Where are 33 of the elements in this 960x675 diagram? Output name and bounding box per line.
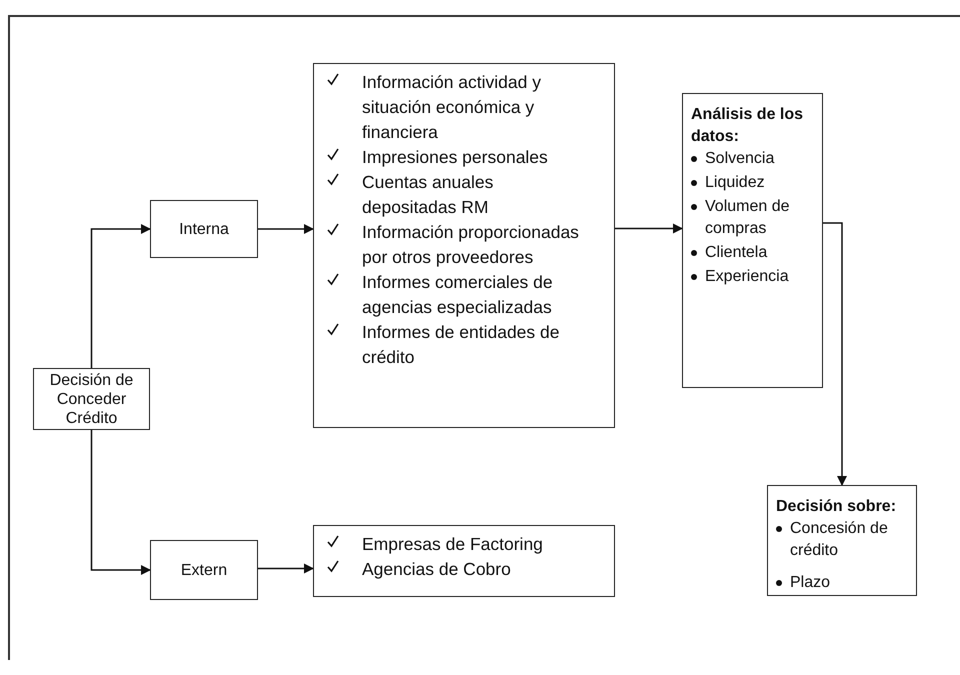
list-item: Clientela (705, 243, 768, 263)
list-item: Liquidez (705, 173, 765, 193)
list-item: Informes comerciales de agencias especializadas (362, 271, 554, 319)
list-item: Información actividad y situación económica y financiera (362, 71, 542, 144)
list-item: Información proporcionadas por otros proveedores (362, 221, 580, 269)
arrow (258, 564, 314, 574)
list-item: Informes de entidades de crédito (362, 321, 560, 369)
process-box (682, 93, 823, 388)
list-item: Impresiones personales (362, 146, 548, 169)
list-item: Solvencia (705, 149, 774, 169)
box-heading: Análisis de los datos: (691, 105, 804, 147)
arrow (90, 430, 151, 575)
list-item: Plazo (790, 573, 830, 593)
box-label: Decisión de Conceder Crédito (48, 370, 134, 428)
arrow (90, 224, 151, 368)
process-box (33, 368, 150, 430)
box-heading: Decisión sobre: (776, 497, 898, 517)
process-box (767, 485, 917, 596)
list-item: Experiencia (705, 267, 789, 287)
list-item: Volumen de compras (705, 197, 791, 239)
arrow (615, 224, 683, 234)
arrow (823, 222, 847, 486)
process-box (150, 200, 258, 258)
arrow (258, 224, 314, 234)
list-item: Agencias de Cobro (362, 558, 511, 581)
box-label: Interna (179, 220, 229, 238)
list-item: Empresas de Factoring (362, 533, 543, 556)
list-item: Cuentas anuales depositadas RM (362, 171, 494, 219)
process-box (313, 63, 615, 428)
list-item: Concesión de crédito (790, 519, 889, 561)
process-box (150, 540, 258, 600)
process-box (313, 525, 615, 597)
box-label: Extern (180, 560, 228, 580)
